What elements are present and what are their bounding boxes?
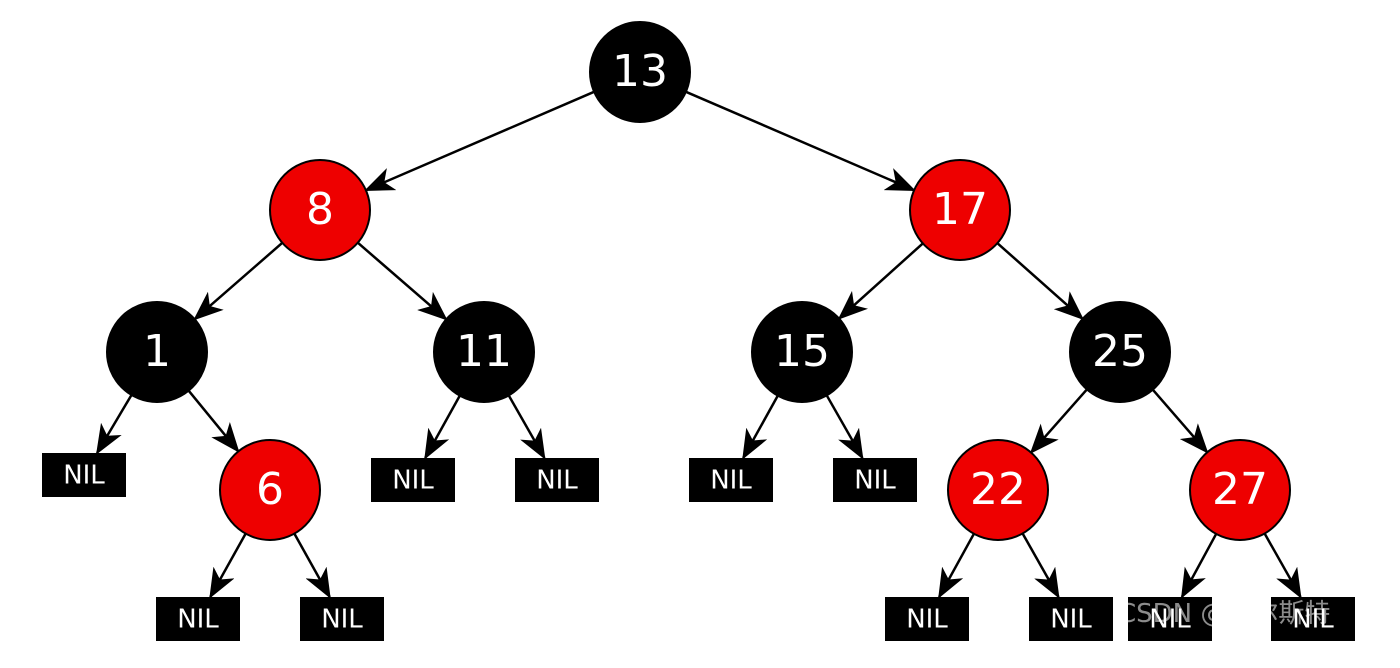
- tree-node-27: 27: [1189, 439, 1291, 541]
- edge-arrow-n8-to-n1: [193, 241, 284, 321]
- nil-leaf: NIL: [371, 458, 455, 502]
- nil-leaf-label: NIL: [536, 466, 578, 496]
- nil-leaf: NIL: [300, 597, 384, 641]
- edge-arrow-n27-to-nil-27-right: [1263, 532, 1302, 599]
- node-label: 11: [456, 326, 512, 377]
- nil-leaf-label: NIL: [906, 605, 948, 635]
- nil-leaf-box: [689, 458, 773, 502]
- nil-leaf: NIL: [515, 458, 599, 502]
- red-node-circle: [1189, 439, 1291, 541]
- edge-arrow-n15-to-nil-15-left: [742, 395, 779, 460]
- nil-leaf-label: NIL: [392, 466, 434, 496]
- red-node-circle: [909, 159, 1011, 261]
- node-label: 15: [774, 326, 830, 377]
- black-node-circle: [106, 301, 208, 403]
- node-label: 8: [306, 184, 334, 235]
- black-node-circle: [751, 301, 853, 403]
- nil-leaf-box: [156, 597, 240, 641]
- edge-arrow-n15-to-nil-15-right: [825, 394, 864, 460]
- red-node-circle: [219, 439, 321, 541]
- nil-leaf-label: NIL: [710, 466, 752, 496]
- nil-leaf-box: [885, 597, 969, 641]
- nil-leaf-box: [371, 458, 455, 502]
- edge-arrow-n25-to-n22: [1029, 388, 1088, 455]
- edge-arrow-n22-to-nil-22-right: [1021, 532, 1060, 599]
- edge-arrow-n6-to-nil-6-left: [209, 533, 247, 599]
- edge-arrow-n8-to-n11: [356, 241, 448, 321]
- edge-arrow-n1-to-nil-1-left: [95, 394, 133, 455]
- node-label: 27: [1212, 464, 1268, 515]
- node-label: 13: [612, 46, 668, 97]
- nil-leaf-label: NIL: [1050, 605, 1092, 635]
- nil-leaf: NIL: [42, 453, 126, 497]
- nil-leaf-label: NIL: [321, 605, 363, 635]
- edge-arrow-n27-to-nil-27-left: [1180, 533, 1218, 599]
- red-node-circle: [269, 159, 371, 261]
- nil-leaf-box: [1271, 597, 1355, 641]
- edge-arrow-n1-to-n6: [187, 389, 240, 453]
- nil-leaf: NIL: [885, 597, 969, 641]
- watermark-text: CSDN @步尔斯特: [1118, 599, 1330, 629]
- nil-leaf-label: NIL: [177, 605, 219, 635]
- nil-leaf-label: NIL: [1292, 605, 1334, 635]
- nil-leaf: NIL: [689, 458, 773, 502]
- tree-node-8: 8: [269, 159, 371, 261]
- nil-leaf-box: [833, 458, 917, 502]
- nil-leaf: NIL: [833, 458, 917, 502]
- node-label: 1: [143, 326, 171, 377]
- nil-leaf-box: [300, 597, 384, 641]
- nil-leaf: NIL: [1271, 597, 1355, 641]
- nil-leaf-label: NIL: [63, 461, 105, 491]
- nil-leaf-box: [1029, 597, 1113, 641]
- nil-leaf-label: NIL: [1149, 605, 1191, 635]
- edge-arrow-n6-to-nil-6-right: [293, 533, 331, 599]
- black-node-circle: [433, 301, 535, 403]
- black-node-circle: [1069, 301, 1171, 403]
- tree-node-11: 11: [433, 301, 535, 403]
- nil-leaf-box: [515, 458, 599, 502]
- tree-node-25: 25: [1069, 301, 1171, 403]
- nil-leaf: NIL: [1128, 597, 1212, 641]
- tree-node-1: 1: [106, 301, 208, 403]
- tree-node-17: 17: [909, 159, 1011, 261]
- edge-arrow-n13-to-n8: [364, 90, 595, 192]
- tree-node-6: 6: [219, 439, 321, 541]
- red-node-circle: [947, 439, 1049, 541]
- edge-arrow-n17-to-n25: [996, 242, 1085, 321]
- edge-arrow-n22-to-nil-22-left: [938, 533, 975, 599]
- nil-leaf-label: NIL: [854, 466, 896, 496]
- nil-leaf: NIL: [156, 597, 240, 641]
- nil-leaf-box: [1128, 597, 1212, 641]
- black-node-circle: [589, 21, 691, 123]
- node-label: 22: [970, 464, 1026, 515]
- nil-leaf: NIL: [1029, 597, 1113, 641]
- tree-node-15: 15: [751, 301, 853, 403]
- edge-arrow-n17-to-n15: [837, 242, 924, 320]
- nil-leaf-box: [42, 453, 126, 497]
- node-label: 6: [256, 464, 284, 515]
- node-label: 17: [932, 184, 988, 235]
- tree-node-22: 22: [947, 439, 1049, 541]
- node-label: 25: [1092, 326, 1148, 377]
- tree-node-13: 13: [589, 21, 691, 123]
- edges: [95, 90, 1302, 599]
- edge-arrow-n11-to-nil-11-left: [424, 395, 461, 460]
- edge-arrow-n11-to-nil-11-right: [507, 394, 546, 460]
- edge-arrow-n13-to-n17: [685, 90, 916, 192]
- edge-arrow-n25-to-n27: [1151, 388, 1209, 454]
